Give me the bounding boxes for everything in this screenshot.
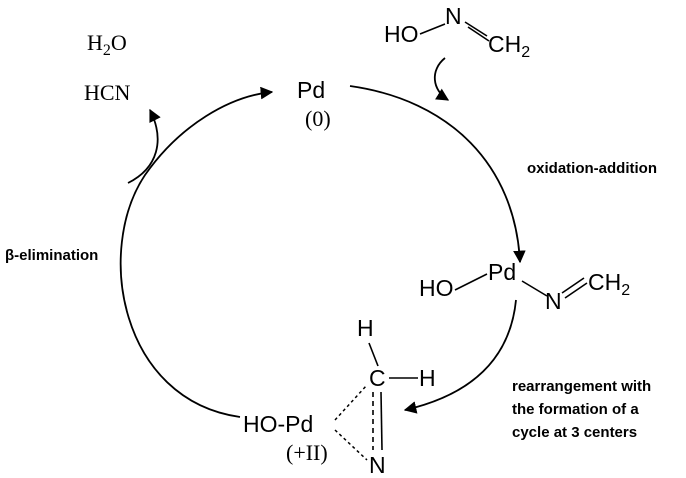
- int2-ho-pd-label: HO-Pd: [243, 411, 313, 437]
- hcn-formula: HCN: [84, 80, 131, 105]
- int1-ch2-label: CH2: [588, 269, 630, 299]
- int1-ho-label: HO: [419, 275, 454, 301]
- pd-zero-metal: Pd: [297, 77, 325, 103]
- reactant-ho-label: HO: [384, 21, 419, 47]
- three-center-cycle-intermediate: HO-Pd (+II) H C H N: [243, 315, 436, 478]
- int2-oxidation-state: (+II): [286, 440, 328, 465]
- label-beta-elimination: β-elimination: [5, 247, 98, 264]
- cycle-arc-right: [349, 85, 526, 264]
- label-rearrangement-line-3: cycle at 3 centers: [512, 424, 637, 441]
- int1-pd-label: Pd: [488, 259, 516, 285]
- cycle-arc-lower-right: [403, 299, 517, 414]
- reactant-ch2-label: CH2: [488, 31, 530, 61]
- oxidative-addition-intermediate: HO Pd N CH2: [419, 259, 630, 314]
- formaldoxime-structure: HO N CH2: [384, 3, 530, 61]
- label-rearrangement-line-2: the formation of a: [512, 401, 639, 418]
- int2-c-label: C: [369, 365, 386, 391]
- water-formula: H2O: [87, 30, 127, 59]
- int2-h-top-label: H: [357, 315, 374, 341]
- reactant-entry-arrow: [433, 57, 450, 101]
- int1-n-label: N: [545, 288, 562, 314]
- pd-zero-oxidation-state: (0): [305, 106, 331, 131]
- int2-n-label: N: [369, 452, 386, 478]
- label-rearrangement-line-1: rearrangement with: [512, 378, 651, 395]
- product-release-arrow: [127, 108, 161, 184]
- int2-h-right-label: H: [419, 365, 436, 391]
- reactant-n-label: N: [445, 3, 462, 29]
- cycle-arc-left: [119, 86, 274, 418]
- label-oxidation-addition: oxidation-addition: [527, 160, 657, 177]
